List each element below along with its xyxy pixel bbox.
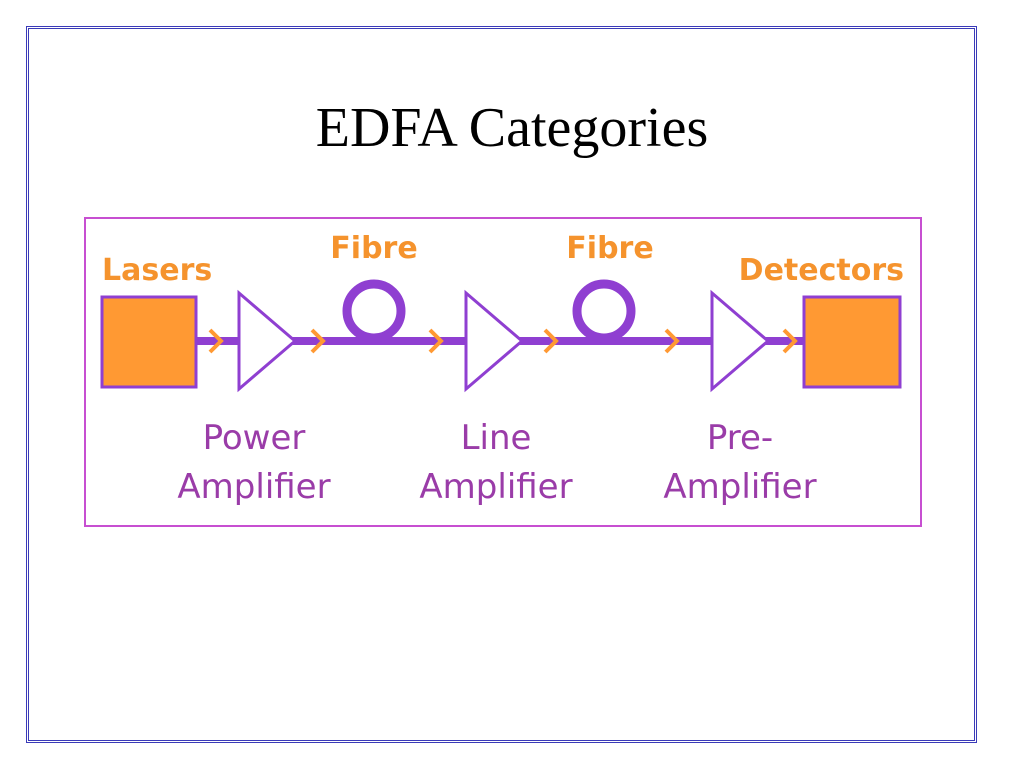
edfa-diagram-svg: Lasers Fibre Fibre Detectors Power Ampli… bbox=[84, 217, 922, 527]
signal-arrow-icon bbox=[310, 328, 326, 354]
line-amplifier-label-line1: Line bbox=[461, 418, 532, 458]
fibre-coil-2 bbox=[572, 279, 636, 343]
lasers-label: Lasers bbox=[102, 253, 212, 288]
detector-box bbox=[802, 295, 902, 389]
laser-box bbox=[100, 295, 198, 389]
signal-arrow-icon bbox=[664, 328, 680, 354]
slide-title: EDFA Categories bbox=[315, 97, 709, 159]
pre-amplifier-triangle bbox=[710, 289, 771, 393]
diagram-frame bbox=[84, 217, 922, 527]
detectors-label: Detectors bbox=[739, 253, 904, 288]
power-amplifier-triangle bbox=[237, 289, 298, 393]
power-amplifier-label-line2: Amplifier bbox=[177, 467, 330, 507]
fibre-label-2: Fibre bbox=[566, 231, 653, 266]
pre-amplifier-label-line1: Pre- bbox=[707, 418, 773, 458]
signal-arrow-icon bbox=[782, 328, 798, 354]
fibre-coil-1 bbox=[342, 279, 406, 343]
power-amplifier-label-line1: Power bbox=[203, 418, 306, 458]
line-amplifier-triangle bbox=[464, 289, 525, 393]
fibre-label-1: Fibre bbox=[330, 231, 417, 266]
signal-arrow-icon bbox=[543, 328, 559, 354]
signal-arrow-icon bbox=[428, 328, 444, 354]
pre-amplifier-label-line2: Amplifier bbox=[663, 467, 816, 507]
edfa-diagram: Lasers Fibre Fibre Detectors Power Ampli… bbox=[84, 217, 922, 527]
signal-arrow-icon bbox=[208, 328, 224, 354]
line-amplifier-label-line2: Amplifier bbox=[419, 467, 572, 507]
slide-border bbox=[26, 26, 977, 743]
